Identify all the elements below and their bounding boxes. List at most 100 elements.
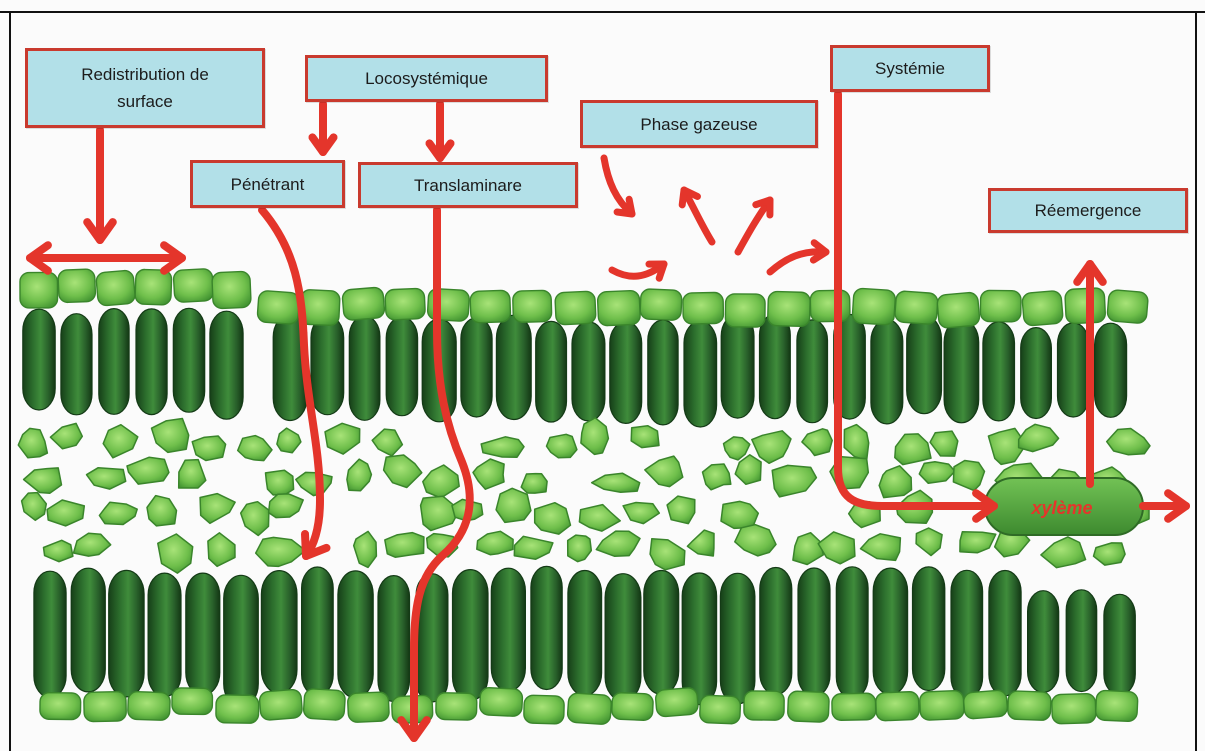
- epidermis-cell: [655, 687, 699, 717]
- palisade-cell: [61, 314, 92, 415]
- mesophyll-cell: [496, 488, 531, 522]
- mesophyll-cell: [103, 425, 138, 458]
- palisade-cell: [944, 319, 979, 423]
- label-systemie: Systémie: [830, 45, 990, 92]
- label-text: Systémie: [875, 55, 945, 82]
- epidermis-cell: [257, 290, 300, 324]
- epidermis-cell: [725, 294, 765, 327]
- palisade-cell: [760, 314, 791, 418]
- epidermis-cell: [963, 690, 1008, 720]
- epidermis-cell: [1107, 289, 1149, 323]
- mesophyll-cell: [1107, 429, 1150, 455]
- epidermis-cell: [58, 269, 96, 303]
- epidermis-cell: [1065, 288, 1106, 324]
- mesophyll-cell: [579, 505, 620, 531]
- palisade-cell: [983, 322, 1015, 421]
- mesophyll-cell: [266, 470, 294, 495]
- epidermis-cell: [128, 691, 171, 720]
- xylem-label: xylème: [1030, 498, 1092, 518]
- mesophyll-cell: [802, 429, 832, 456]
- label-text: Locosystémique: [365, 65, 488, 92]
- label-redistribution-de-surface: Redistribution de surface: [25, 48, 265, 128]
- label-text: Pénétrant: [231, 171, 305, 198]
- mesophyll-cell: [238, 436, 272, 461]
- mesophyll-cell: [650, 539, 685, 570]
- palisade-cell: [720, 573, 755, 704]
- epidermis-cell: [479, 687, 522, 716]
- arrow-gas-3: [738, 200, 770, 252]
- epidermis-cell: [937, 292, 981, 329]
- mesophyll-cell: [477, 531, 513, 554]
- mesophyll-cell: [127, 457, 169, 484]
- mesophyll-cell: [147, 496, 177, 526]
- mesophyll-cell: [960, 532, 996, 553]
- mesophyll-cell: [752, 431, 791, 464]
- mesophyll-cell: [200, 494, 235, 524]
- palisade-cell: [99, 309, 129, 415]
- palisade-cell: [186, 573, 220, 695]
- epidermis-cell: [347, 692, 389, 723]
- mesophyll-cell: [354, 531, 377, 567]
- epidermis-cell: [980, 290, 1021, 322]
- epidermis-cell: [640, 289, 682, 321]
- palisade-cell: [568, 571, 602, 696]
- palisade-cell: [23, 309, 55, 410]
- epidermis-cell: [611, 692, 653, 720]
- palisade-cell: [378, 576, 410, 702]
- mesophyll-cell: [44, 540, 73, 561]
- palisade-cell: [109, 570, 144, 697]
- palisade-cell: [989, 571, 1021, 696]
- lower-palisade-layer: [34, 566, 1135, 706]
- arrow-gas-2: [682, 190, 712, 242]
- epidermis-cell: [96, 270, 136, 306]
- mesophyll-cell: [735, 525, 776, 556]
- label-text: Réemergence: [1035, 197, 1142, 224]
- mesophyll-cell: [325, 423, 360, 454]
- palisade-cell: [721, 314, 754, 418]
- mesophyll-cell: [99, 502, 137, 524]
- mesophyll-cell: [521, 474, 547, 494]
- palisade-cell: [605, 574, 641, 701]
- palisade-cell: [531, 566, 562, 689]
- palisade-cell: [453, 570, 489, 701]
- mesophyll-cell: [547, 434, 577, 457]
- mesophyll-cell: [514, 536, 553, 559]
- mesophyll-cell: [568, 535, 592, 562]
- mesophyll-cell: [581, 418, 609, 455]
- palisade-cell: [684, 321, 717, 427]
- arrow-surface-spread: [30, 245, 182, 271]
- mesophyll-cell: [50, 423, 82, 448]
- mesophyll-cell: [74, 533, 111, 556]
- arrow-locosystemique-left: [313, 104, 334, 152]
- mesophyll-cell: [895, 434, 931, 465]
- mesophyll-cell: [423, 465, 459, 498]
- mesophyll-cell: [24, 468, 62, 493]
- mesophyll-cell: [152, 419, 189, 453]
- palisade-cell: [610, 322, 642, 424]
- mesophyll-cell: [623, 503, 659, 524]
- mesophyll-cell: [208, 533, 235, 567]
- palisade-cell: [34, 571, 66, 697]
- mesophyll-cell: [879, 466, 911, 498]
- mesophyll-cell: [296, 472, 332, 495]
- arrow-gas-4: [770, 243, 826, 272]
- arrow-shaft: [738, 200, 770, 252]
- mesophyll-cell: [793, 533, 823, 565]
- mesophyll-cell: [844, 425, 869, 461]
- palisade-cell: [1104, 594, 1135, 695]
- label-locosystemique: Locosystémique: [305, 55, 548, 102]
- epidermis-cell: [436, 693, 477, 721]
- mesophyll-cell: [721, 501, 758, 528]
- mesophyll-cell: [1041, 537, 1086, 568]
- arrow-redistribution: [87, 130, 113, 240]
- palisade-cell: [491, 568, 525, 691]
- epidermis-cell: [894, 291, 938, 325]
- epidermis-cell: [768, 291, 811, 326]
- epidermis-cell: [597, 290, 640, 326]
- label-text-line-2: surface: [117, 88, 173, 115]
- label-phase-gazeuse: Phase gazeuse: [580, 100, 818, 148]
- palisade-cell: [536, 321, 567, 422]
- label-reemergence: Réemergence: [988, 188, 1188, 233]
- arrow-gas-5: [612, 264, 664, 278]
- mesophyll-cell: [384, 455, 422, 488]
